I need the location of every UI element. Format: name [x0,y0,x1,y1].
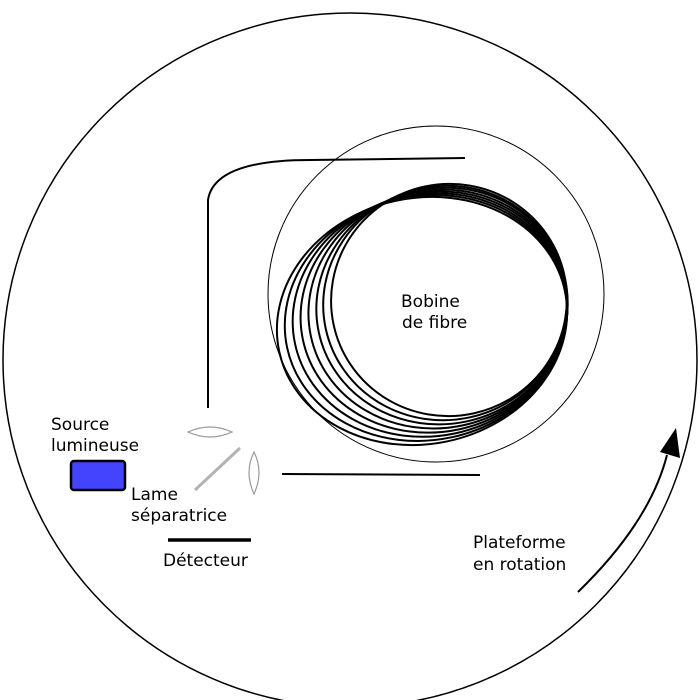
curved-arrow-icon [660,428,680,458]
rotation-arrow [577,454,668,593]
coil-outline [267,125,605,463]
fiber-lead-lower [281,473,481,476]
source-label-line2: lumineuse [51,436,140,456]
rotating-platform [2,12,698,700]
lens-upper [186,426,234,438]
beam-splitter [193,446,242,492]
source-label-line1: Source [51,415,110,435]
lens-right [248,450,260,496]
light-source [69,459,127,492]
fiber-coil [275,182,569,447]
fiber-lead-upper [207,157,466,408]
coil-label-line2: de fibre [402,313,468,333]
detector-label: Détecteur [163,551,248,571]
splitter-label-line1: Lame [131,485,178,505]
platform-label-line2: en rotation [473,555,567,575]
splitter-label-line2: séparatrice [131,506,228,526]
platform-label-line1: Plateforme [473,533,566,553]
coil-label-line1: Bobine [401,292,460,312]
